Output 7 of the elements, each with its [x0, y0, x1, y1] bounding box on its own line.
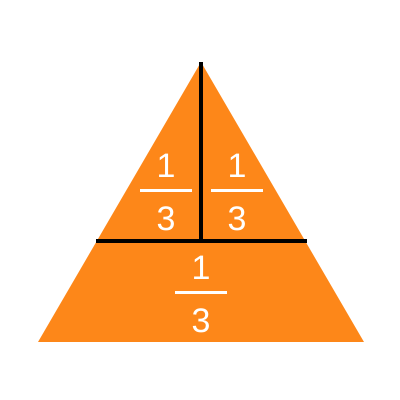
fraction-numerator: 1: [192, 251, 210, 285]
fraction-denominator: 3: [192, 304, 210, 338]
fraction-denominator: 3: [156, 202, 176, 236]
fraction-denominator: 3: [228, 202, 246, 236]
triangle-shape: [38, 62, 364, 342]
fraction-numerator: 1: [228, 149, 246, 183]
fraction-numerator: 1: [156, 149, 176, 183]
